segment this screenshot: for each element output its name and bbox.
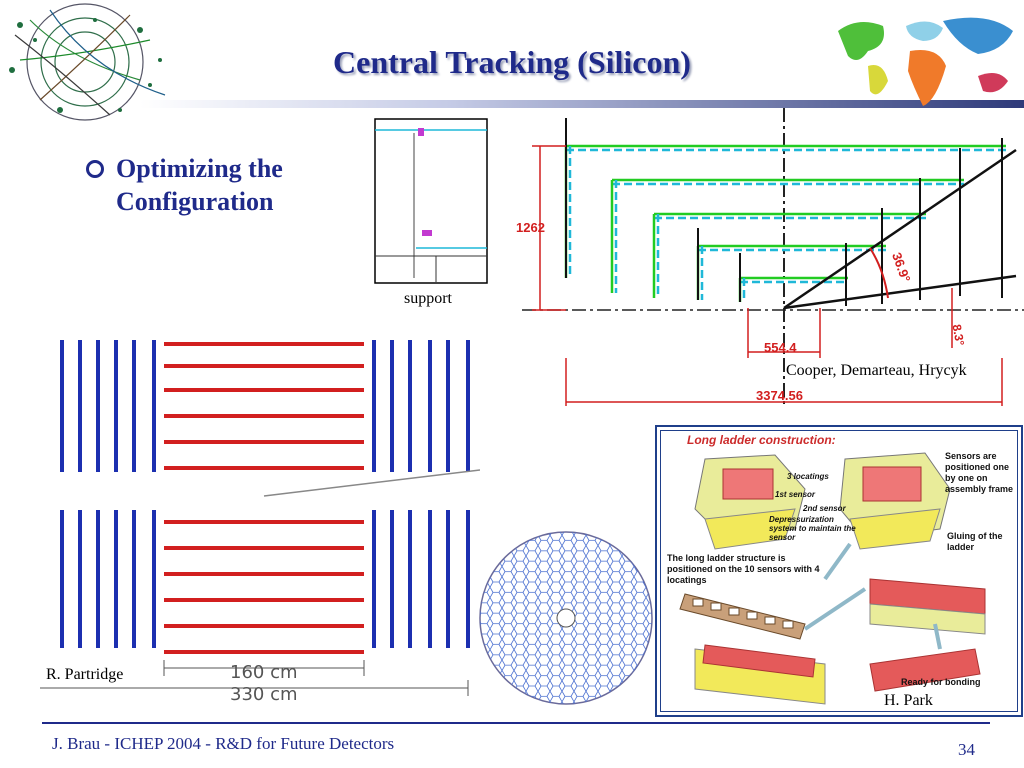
world-map-logo — [838, 17, 1013, 106]
note-gluing: Gluing of the ladder — [947, 531, 1003, 552]
note-3-locatings: 3 locatings — [787, 472, 829, 481]
dim-554: 554.4 — [764, 340, 797, 355]
header-band — [140, 100, 1024, 108]
page-number: 34 — [958, 740, 975, 759]
dim-1262: 1262 — [516, 220, 545, 235]
partridge-tracker-drawing: 160 cm 330 cm — [40, 340, 480, 702]
note-ladder-structure: The long ladder structure is positioned … — [667, 553, 820, 585]
park-caption: H. Park — [884, 692, 933, 709]
dim-160cm: 160 cm — [230, 662, 298, 683]
bullet-line-2: Configuration — [116, 187, 274, 216]
dim-3374: 3374.56 — [756, 388, 803, 403]
hexagonal-sensor-disk — [479, 531, 653, 705]
event-display-logo — [9, 3, 166, 121]
bullet-line-1: Optimizing the — [116, 154, 283, 183]
panel-inner-border — [660, 430, 1018, 712]
footer-rule — [42, 722, 990, 724]
support-caption: support — [404, 290, 452, 307]
note-sensors-positioned: Sensors are positioned one by one on ass… — [945, 451, 1014, 494]
angle-8-3: 8.3° — [950, 323, 968, 347]
note-2nd-sensor: 2nd sensor — [803, 504, 846, 513]
dim-330cm: 330 cm — [230, 684, 298, 702]
layer-layout-drawing: 1262 554.4 3374.56 36.9° 8.3° — [512, 108, 1024, 408]
footer-text: J. Brau - ICHEP 2004 - R&D for Future De… — [52, 734, 395, 753]
cooper-caption: Cooper, Demarteau, Hrycyk — [786, 362, 967, 379]
slide-title: Central Tracking (Silicon) — [333, 44, 691, 80]
bullet-ring-icon — [86, 160, 104, 178]
note-depressurization: Depressurization system to maintain the … — [769, 515, 856, 542]
partridge-caption: R. Partridge — [46, 666, 124, 684]
support-drawing — [374, 118, 488, 284]
ladder-construction-panel: Long ladder construction: Sensors a — [655, 425, 1023, 717]
bullet-text: Optimizing the Configuration — [116, 152, 283, 218]
ladder-panel-title: Long ladder construction: — [687, 433, 836, 447]
ladder-illustration — [679, 452, 986, 705]
note-1st-sensor: 1st sensor — [775, 490, 816, 499]
note-ready-bonding: Ready for bonding — [901, 677, 981, 687]
